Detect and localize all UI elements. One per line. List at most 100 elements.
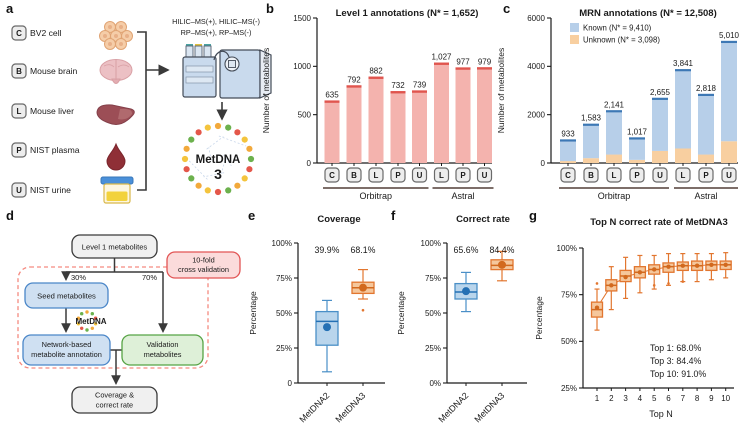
metdna3-logo: MetDNA 3 bbox=[181, 122, 255, 196]
category-badge bbox=[652, 167, 668, 183]
category-badge-label: L bbox=[681, 171, 686, 180]
bar-known-segment bbox=[698, 94, 714, 155]
chart-title: Correct rate bbox=[456, 214, 510, 225]
mean-dot bbox=[498, 260, 506, 269]
category-badge-label: U bbox=[482, 171, 488, 180]
chart-coverage-boxplot: CoveragePercentage025%50%75%100%MetDNA23… bbox=[248, 214, 385, 424]
bar-unknown-segment bbox=[675, 148, 691, 163]
logo-dot bbox=[234, 129, 241, 136]
x-category-label: 9 bbox=[709, 394, 714, 403]
sample-label: NIST urine bbox=[30, 185, 71, 195]
bar-value-label: 732 bbox=[391, 81, 405, 90]
sample-code: C bbox=[16, 29, 22, 38]
bar-unknown-segment bbox=[652, 150, 668, 163]
brain-icon bbox=[99, 59, 133, 84]
legend-swatch bbox=[570, 23, 579, 32]
category-badge bbox=[455, 167, 471, 183]
urine-cup-icon bbox=[100, 176, 134, 204]
category-badge bbox=[583, 167, 599, 183]
logo-dot bbox=[181, 155, 189, 163]
y-tick-label: 100% bbox=[557, 244, 577, 253]
category-badge-label: C bbox=[565, 171, 571, 180]
chart-level1-annotations: Level 1 annotations (N* = 1,652)Number o… bbox=[261, 8, 494, 201]
svg-text:Network-based: Network-based bbox=[42, 340, 92, 349]
x-category-label: 3 bbox=[623, 394, 628, 403]
mean-dot bbox=[359, 283, 367, 292]
chart-correct-rate-boxplot: Correct ratePercentage0%25%50%75%100%Met… bbox=[396, 214, 527, 424]
mean-dot bbox=[709, 262, 714, 267]
chart-title: Top N correct rate of MetDNA3 bbox=[590, 217, 728, 228]
y-tick-label: 50% bbox=[425, 309, 441, 318]
bar-value-label: 3,841 bbox=[673, 59, 694, 68]
logo-dot bbox=[246, 145, 253, 152]
chart-mrn-annotations: MRN annotations (N* = 12,508)Number of m… bbox=[496, 8, 740, 201]
x-category-label: MetDNA2 bbox=[297, 390, 331, 424]
mean-line bbox=[596, 264, 726, 308]
category-badge bbox=[324, 167, 340, 183]
bar-known-segment bbox=[560, 140, 576, 162]
node-seed-metabolites: Seed metabolites bbox=[24, 282, 109, 309]
chart-title: Coverage bbox=[317, 214, 360, 225]
y-tick-label: 0 bbox=[307, 159, 312, 168]
category-badge-label: C bbox=[329, 171, 335, 180]
bar-unknown-segment bbox=[583, 158, 599, 163]
svg-text:Validation: Validation bbox=[147, 340, 179, 349]
svg-text:Level 1 metabolites: Level 1 metabolites bbox=[82, 243, 148, 252]
logo-dot bbox=[188, 136, 195, 143]
sample-code: B bbox=[16, 67, 22, 76]
bar-value-label: 882 bbox=[369, 67, 383, 76]
mean-dot bbox=[609, 283, 614, 288]
bar-value-label: 5,010 bbox=[719, 31, 740, 40]
logo-dot bbox=[188, 175, 195, 182]
bar-known-segment bbox=[675, 70, 691, 149]
x-category-label: 1 bbox=[595, 394, 600, 403]
logo-dot bbox=[76, 316, 81, 320]
svg-text:metabolites: metabolites bbox=[144, 350, 182, 359]
summary-annotation: Top 3: 84.4% bbox=[650, 356, 702, 366]
mean-dot bbox=[637, 270, 643, 275]
node-network-annotation: Network-based metabolite annotation bbox=[22, 334, 111, 366]
category-badge-label: L bbox=[439, 171, 444, 180]
bar bbox=[477, 68, 492, 163]
category-badge bbox=[606, 167, 622, 183]
category-badge-label: B bbox=[588, 171, 594, 180]
sample-label: NIST plasma bbox=[30, 145, 80, 155]
summary-annotation: Top 1: 68.0% bbox=[650, 343, 702, 353]
panel-g-letter: g bbox=[529, 208, 537, 223]
y-tick-label: 100% bbox=[272, 239, 292, 248]
logo-dot bbox=[93, 316, 98, 320]
logo-network-line bbox=[203, 172, 225, 178]
category-badge-label: B bbox=[351, 171, 357, 180]
value-annotation: 84.4% bbox=[490, 245, 515, 255]
mean-dot bbox=[680, 263, 685, 268]
category-badge bbox=[675, 167, 691, 183]
logo-network-line bbox=[186, 158, 208, 180]
legend-label: Unknown (N* = 3,098) bbox=[583, 36, 660, 45]
chart-title: MRN annotations (N* = 12,508) bbox=[579, 8, 717, 19]
sample-code-badge bbox=[11, 103, 27, 119]
category-badge-label: P bbox=[460, 171, 466, 180]
panel-c-letter: c bbox=[503, 1, 511, 16]
mean-dot bbox=[694, 263, 700, 268]
category-badge bbox=[411, 167, 428, 183]
chart-title: Level 1 annotations (N* = 1,652) bbox=[336, 8, 479, 19]
metdna-mini-logo: MetDNA bbox=[75, 310, 107, 332]
y-tick-label: 50% bbox=[561, 337, 577, 346]
svg-text:cross validation: cross validation bbox=[178, 265, 229, 274]
y-tick-label: 75% bbox=[276, 274, 292, 283]
bar-value-label: 1,583 bbox=[581, 114, 602, 123]
outlier-dot bbox=[681, 280, 685, 283]
group-label: Astral bbox=[451, 191, 474, 201]
y-tick-label: 4000 bbox=[527, 62, 545, 71]
group-label: Orbitrap bbox=[598, 191, 631, 201]
logo-dot bbox=[204, 124, 211, 131]
sample-code: P bbox=[16, 146, 22, 155]
bar-value-label: 933 bbox=[561, 129, 575, 138]
legend-label: Known (N* = 9,410) bbox=[583, 24, 652, 33]
logo-network-line bbox=[206, 136, 224, 150]
bar-value-label: 2,141 bbox=[604, 100, 625, 109]
bar bbox=[324, 101, 340, 163]
